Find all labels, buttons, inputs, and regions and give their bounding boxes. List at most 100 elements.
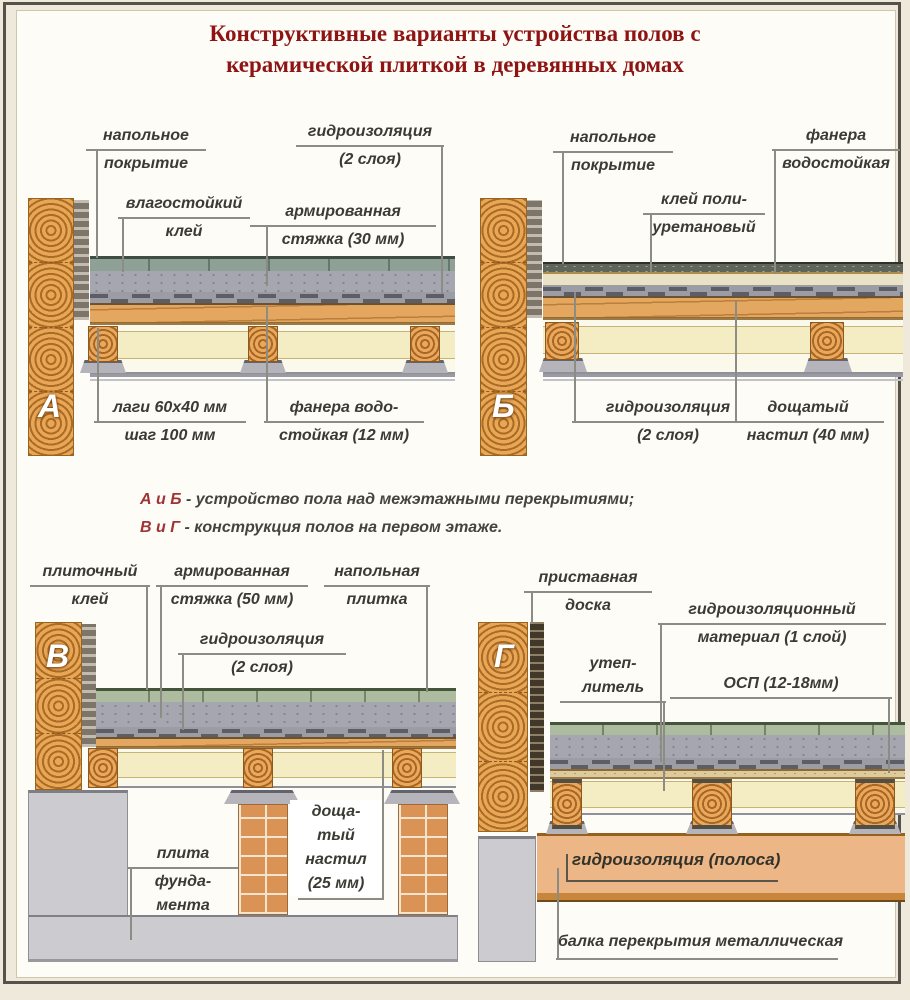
callout-waterproofing-a: гидроизоляция (2 слоя) (296, 120, 444, 172)
diagram-letter-a: А (38, 388, 62, 424)
legend-row-1: А и Б - устройство пола над межэтажными … (140, 491, 635, 508)
metal-beam-g (537, 893, 905, 902)
layer-waterproofing-v (96, 727, 456, 737)
callout-floor-tile-v: напольная плитка (324, 560, 430, 612)
callout-screed-a: армированная стяжка (30 мм) (250, 200, 436, 252)
callout-osb-g: ОСП (12-18мм) (670, 672, 892, 700)
page-title-line2: керамической плиткой в деревянных домах (226, 52, 684, 77)
layer-floor-tile-v (96, 688, 456, 702)
layer-screed-a (90, 271, 455, 292)
support-pad (539, 358, 587, 372)
callout-line (566, 854, 568, 880)
ceiling-line (543, 374, 903, 377)
log-end-grain (36, 623, 81, 678)
brick-pier (398, 804, 448, 915)
callout-floor-covering-a: напольное покрытие (86, 124, 206, 176)
callout-line (122, 218, 124, 272)
callout-slab-v: плита фунда- мента (128, 842, 238, 918)
callout-line (426, 586, 428, 692)
legend: А и Б - устройство пола над межэтажными … (140, 486, 634, 542)
log-wall-v (35, 622, 82, 790)
callout-line (266, 306, 268, 422)
support-pad (402, 360, 448, 373)
callout-waterproofing-v: гидроизоляция (2 слоя) (178, 628, 346, 680)
callout-tile-glue-v: плиточный клей (30, 560, 150, 612)
callout-line (146, 586, 148, 690)
callout-board-g: приставная доска (524, 566, 652, 618)
joist-cavity-b (543, 326, 903, 354)
layer-plywood-a (90, 303, 455, 323)
log-wall-b (480, 198, 527, 456)
callout-line (660, 624, 662, 762)
callout-joists-a: лаги 60х40 мм шаг 100 мм (94, 396, 246, 448)
layer-floor-tile-a (90, 256, 455, 271)
callout-line (96, 150, 98, 258)
layer-decking-v (96, 737, 456, 747)
diagram-letter-v: В (46, 638, 70, 674)
joist-block (810, 322, 844, 360)
ceiling-line (90, 374, 455, 377)
joist-block (552, 779, 582, 829)
layer-osb-g (550, 769, 905, 777)
diagram-letter-g: Г (494, 638, 514, 674)
callout-line (97, 328, 99, 422)
log-end-grain (29, 390, 73, 455)
joist-block (392, 748, 422, 788)
joist-block (855, 779, 895, 829)
callout-decking-v: доща- тый настил (25 мм) (290, 800, 382, 896)
log-end-grain (479, 761, 527, 832)
inner-panel (16, 10, 896, 978)
wall-gap-b (527, 200, 542, 318)
callout-glue-a: влагостойкий клей (118, 192, 250, 244)
callout-line (663, 703, 665, 791)
callout-line (557, 868, 559, 958)
log-end-grain (36, 733, 81, 790)
callout-line (566, 880, 778, 882)
callout-waterproofing-b: гидроизоляция (2 слоя) (572, 396, 764, 448)
callout-line (556, 958, 838, 960)
waterproof-strip-band-g (537, 833, 905, 893)
joist-block (243, 748, 273, 788)
diagram-letter-b: Б (492, 388, 515, 424)
callout-line (735, 300, 737, 422)
foundation-slab (28, 915, 458, 962)
layer-plywood-b (543, 272, 903, 285)
layer-screed-g (550, 735, 905, 758)
log-end-grain (479, 691, 527, 762)
pier-cap (384, 790, 460, 804)
layer-screed-v (96, 702, 456, 727)
callout-line (298, 898, 384, 900)
wall-gap-a (74, 200, 89, 320)
log-end-grain (481, 390, 526, 455)
log-end-grain (481, 262, 526, 327)
callout-plywood-b: фанера водостойкая (772, 124, 900, 176)
joist-block (545, 322, 579, 360)
callout-line (382, 750, 384, 900)
callout-line (130, 868, 132, 940)
joist-block (88, 748, 118, 788)
callout-line (774, 150, 776, 274)
callout-plywood-a: фанера водо- стойкая (12 мм) (264, 396, 424, 448)
callout-floor-covering-b: напольное покрытие (553, 126, 673, 178)
page-title-line1: Конструктивные варианты устройства полов… (209, 21, 701, 46)
support-pad (80, 360, 126, 373)
outer-frame (3, 2, 901, 984)
log-end-grain (481, 199, 526, 263)
page-title: Конструктивные варианты устройства полов… (0, 18, 910, 80)
callout-screed-v: армированная стяжка (50 мм) (156, 560, 308, 612)
foundation-wall (28, 790, 128, 918)
callout-line (160, 586, 162, 718)
layer-floor-tile-b (543, 262, 903, 272)
log-end-grain (36, 677, 81, 734)
log-wall-a (28, 198, 74, 456)
callout-line (531, 592, 533, 624)
callout-beam-g: балка перекрытия металлическая (558, 933, 844, 950)
layer-waterproofing-a (90, 292, 455, 303)
wall-gap-v (82, 624, 96, 747)
joist-block (410, 326, 440, 362)
joist-block (692, 779, 732, 829)
callout-decking-b: дощатый настил (40 мм) (732, 396, 884, 448)
brick-pier (238, 804, 288, 915)
joist-block (248, 326, 278, 362)
